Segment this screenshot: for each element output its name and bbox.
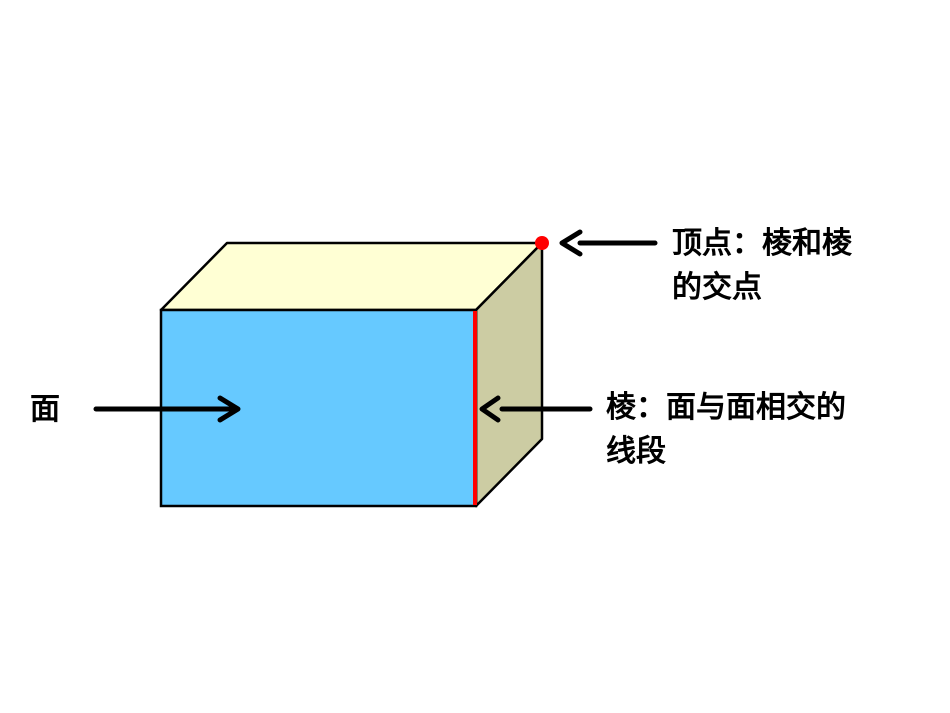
vertex-label: 顶点：棱和棱 的交点 (672, 222, 852, 310)
vertex-label-line-2: 的交点 (672, 270, 762, 305)
edge-label: 棱：面与面相交的 线段 (606, 386, 846, 474)
face-arrow (93, 395, 241, 423)
face-label: 面 (30, 388, 60, 432)
vertex-label-line-1: 顶点：棱和棱 (672, 226, 852, 261)
vertex-dot (535, 236, 549, 250)
vertex-arrow (559, 229, 658, 257)
edge-label-line-2: 线段 (606, 434, 666, 469)
edge-label-line-1: 棱：面与面相交的 (606, 390, 846, 425)
face-label-text: 面 (30, 392, 60, 427)
edge-arrow (479, 395, 593, 423)
